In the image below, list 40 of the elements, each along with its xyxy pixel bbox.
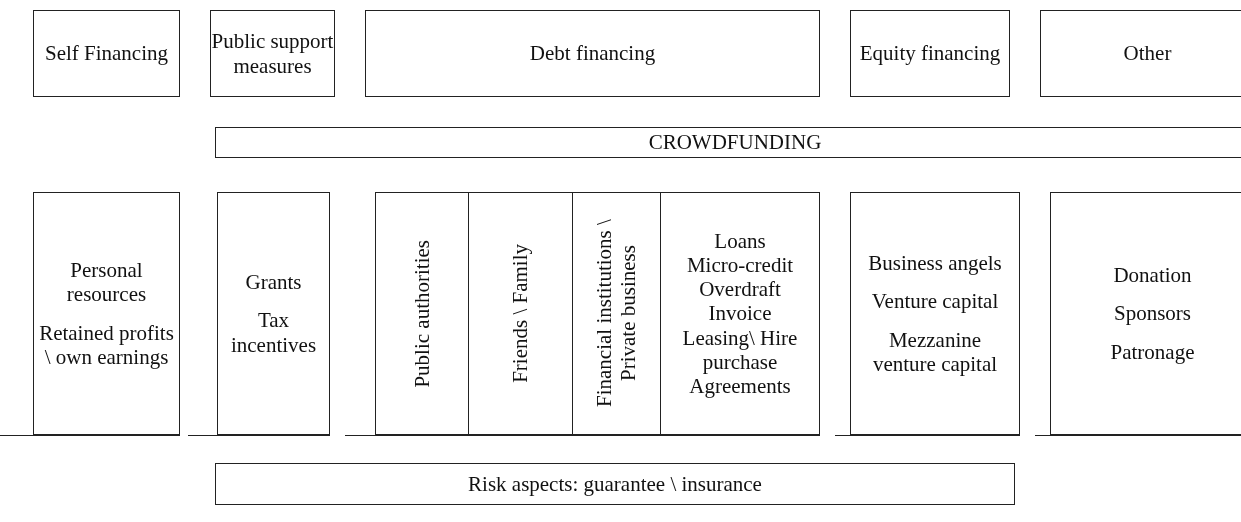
- risk-box: [215, 463, 1015, 505]
- box-text: CROWDFUNDING: [648, 130, 822, 155]
- box-text: Risk aspects: guarantee \ insurance: [468, 471, 762, 497]
- box-text: Self Financing: [44, 41, 169, 66]
- box-text: Financial institutions \ Private business: [591, 218, 642, 410]
- source-box: [572, 192, 661, 435]
- category-box: [1040, 10, 1241, 97]
- box-text: Personal resources: [65, 258, 148, 307]
- box-text: Friends \ Family: [507, 244, 534, 383]
- box-text: Leasing\ Hire purchase Agreements: [681, 325, 799, 398]
- box-text: Business angels: [867, 251, 1003, 276]
- box-text: Debt financing: [529, 41, 656, 66]
- box-text: Grants: [244, 270, 303, 295]
- box-text: Other: [1123, 41, 1172, 66]
- source-box: [850, 192, 1020, 435]
- box-text: Micro-credit: [685, 253, 795, 278]
- source-box: [1050, 192, 1241, 435]
- category-box: [850, 10, 1010, 97]
- source-box: [33, 192, 180, 435]
- box-text: Equity financing: [859, 41, 1001, 66]
- category-box: [210, 10, 335, 97]
- box-text: Mezzanine venture capital: [871, 327, 999, 376]
- box-text: Sponsors: [1113, 301, 1192, 326]
- source-box: [217, 192, 330, 435]
- source-box: [660, 192, 820, 435]
- source-box: [468, 192, 573, 435]
- box-text: Patronage: [1109, 339, 1196, 364]
- source-box: [375, 192, 469, 435]
- box-text: Public authorities: [408, 239, 435, 388]
- box-text: Venture capital: [870, 289, 1000, 314]
- box-text: Invoice: [707, 301, 773, 326]
- box-text: Public support measures: [211, 29, 334, 78]
- box-text: Overdraft: [698, 277, 782, 302]
- box-text: Retained profits \ own earnings: [38, 320, 175, 369]
- box-text: Tax incentives: [229, 308, 318, 357]
- crowdfunding-band: [215, 127, 1241, 158]
- category-box: [365, 10, 820, 97]
- category-box: [33, 10, 180, 97]
- box-text: Loans: [713, 229, 767, 254]
- box-text: Donation: [1112, 263, 1193, 288]
